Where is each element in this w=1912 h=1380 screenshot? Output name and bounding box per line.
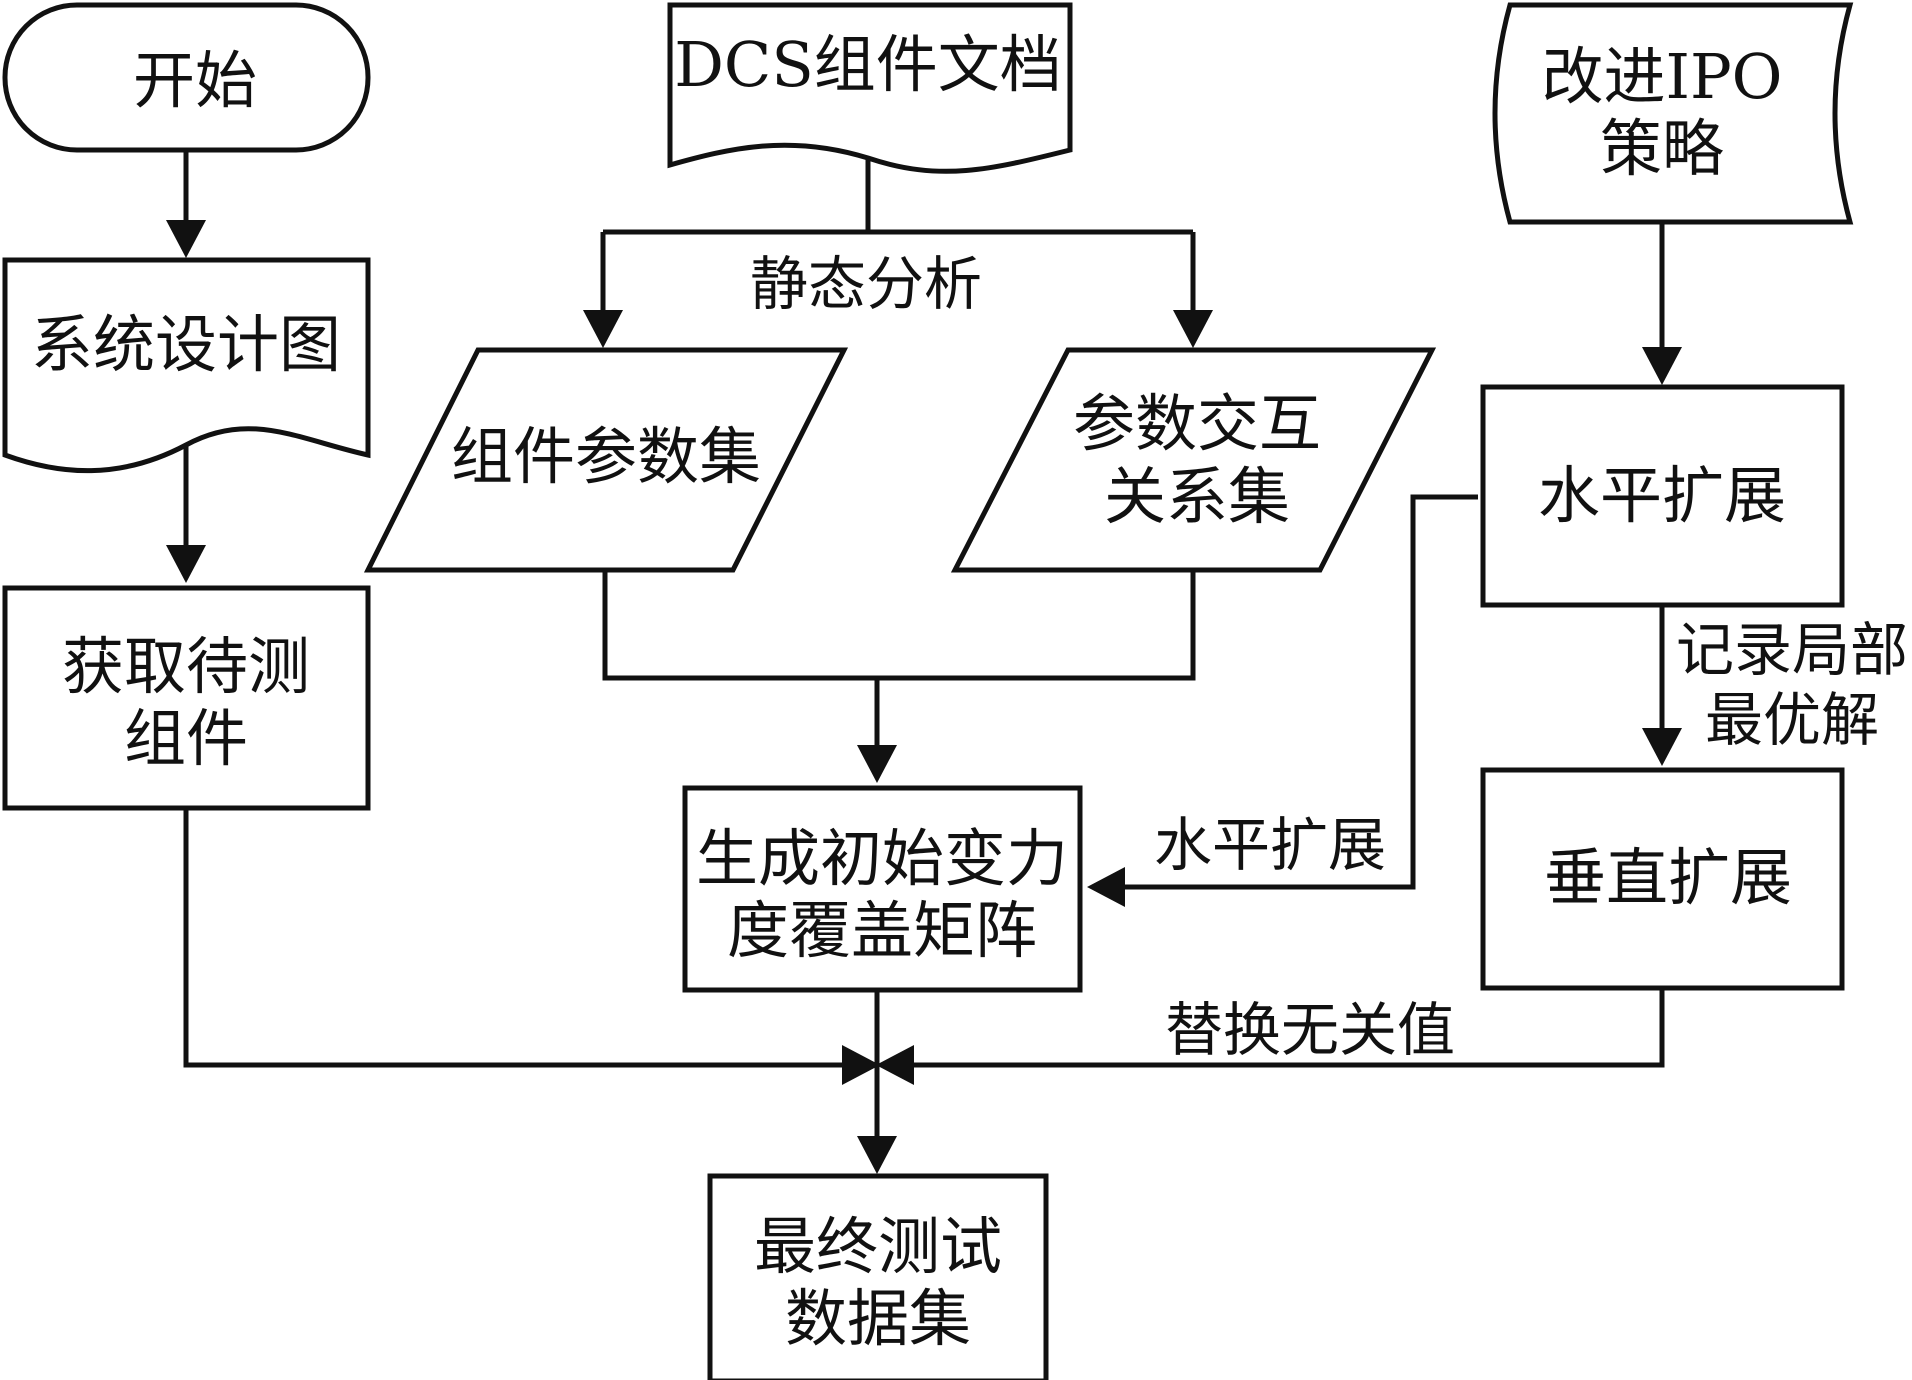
node-labels: 开始 DCS组件文档 改进IPO 策略 系统设计图 组件参数集 参数交互 关系集… <box>31 28 1792 1355</box>
arrow-head <box>166 220 206 258</box>
edge-vertical-to-merge <box>912 988 1665 1068</box>
arrow-head <box>857 745 897 783</box>
vertical-expand-label: 垂直扩展 <box>1544 841 1792 914</box>
horizontal-expand-edge-label: 水平扩展 <box>1154 811 1386 879</box>
arrow-head <box>166 545 206 583</box>
final-dataset-label-line1: 最终测试 <box>754 1210 1002 1283</box>
edge-get-components-to-merge <box>183 808 845 1068</box>
system-design-shape <box>2 257 371 474</box>
start-terminator <box>2 2 371 153</box>
arrow-head <box>876 1045 914 1085</box>
edge-dcs-split <box>600 158 1196 312</box>
edge-labels: 静态分析 水平扩展 记录局部 最优解 替换无关值 <box>750 250 1908 1064</box>
start-label: 开始 <box>133 44 257 117</box>
static-analysis-label: 静态分析 <box>750 250 982 318</box>
arrow-head <box>1642 347 1682 385</box>
system-design-label: 系统设计图 <box>31 308 341 381</box>
param-interaction-label-line1: 参数交互 <box>1073 387 1321 460</box>
param-interaction-label-line2: 关系集 <box>1104 460 1290 533</box>
replace-irrelevant-label: 替换无关值 <box>1165 996 1455 1064</box>
initial-matrix-label-line2: 度覆盖矩阵 <box>727 894 1037 967</box>
vertical-expand-shape <box>1480 767 1845 991</box>
edge-params-merge <box>602 570 1196 748</box>
record-local-best-label-line1: 记录局部 <box>1676 616 1908 684</box>
horizontal-expand-label: 水平扩展 <box>1538 459 1786 532</box>
arrow-head <box>1642 728 1682 766</box>
final-dataset-shape <box>707 1173 1049 1380</box>
node-shapes <box>2 2 1854 1380</box>
arrow-head <box>842 1045 880 1085</box>
record-local-best-label-line2: 最优解 <box>1705 686 1879 754</box>
component-params-shape <box>363 347 849 573</box>
horizontal-expand-shape <box>1480 384 1845 608</box>
param-interaction-shape <box>950 347 1437 573</box>
edge-horizontal-to-matrix <box>1122 494 1478 890</box>
get-components-label-line1: 获取待测 <box>62 630 310 703</box>
get-components-label-line2: 组件 <box>124 702 248 775</box>
arrow-head <box>857 1136 897 1174</box>
ipo-strategy-label-line2: 策略 <box>1600 112 1724 185</box>
arrow-head <box>583 310 623 348</box>
arrow-head <box>1087 867 1125 907</box>
arrow-head <box>1173 310 1213 348</box>
initial-matrix-label-line1: 生成初始变力 <box>696 822 1068 895</box>
connectors <box>166 150 1682 1174</box>
component-params-label: 组件参数集 <box>451 420 761 493</box>
get-components-shape <box>2 585 371 811</box>
ipo-strategy-shape <box>1492 2 1854 225</box>
final-dataset-label-line2: 数据集 <box>785 1282 971 1355</box>
dcs-document-shape <box>667 2 1073 174</box>
initial-matrix-shape <box>682 785 1083 993</box>
ipo-strategy-label-line1: 改进IPO <box>1541 40 1782 113</box>
dcs-document-label: DCS组件文档 <box>674 28 1062 101</box>
